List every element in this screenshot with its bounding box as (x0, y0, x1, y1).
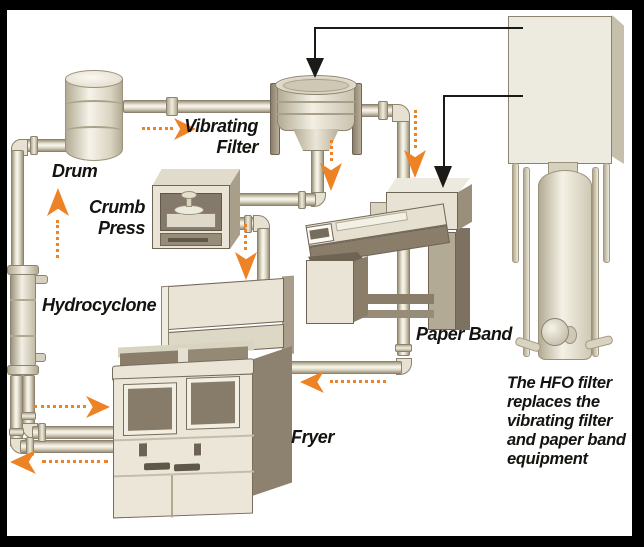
fryer-front-face (113, 373, 254, 519)
fryer-door-divider (171, 475, 173, 518)
press-top-face (152, 169, 240, 186)
paper-band-label: Paper Band (416, 324, 513, 344)
drum-ring (65, 100, 123, 110)
hfo-annotation: The HFO filter replaces the vibrating fi… (507, 374, 635, 469)
paper-band-cross-bar (352, 310, 434, 318)
fryer-handle-slot (174, 463, 200, 472)
hydro-top-stub (34, 275, 48, 284)
fryer-window-left (124, 383, 176, 436)
hfo-panel-side (612, 15, 624, 164)
fryer-label: Fryer (291, 427, 335, 447)
pipe-to-hydrocyclone (11, 150, 24, 270)
crumb-press-label-line1: Crumb (89, 197, 145, 217)
press-plate (166, 213, 216, 228)
hydro-top-flange (7, 265, 39, 275)
connector-hfo-to-filter-v (314, 27, 316, 61)
press-drawer-slot (168, 238, 208, 242)
drum-ring (65, 126, 123, 136)
pipe-coupling (30, 136, 38, 155)
fryer-door-line (114, 470, 254, 478)
flow-dots (330, 140, 333, 161)
flow-dots (330, 380, 386, 383)
flow-dots (414, 110, 417, 148)
hfo-filter-equipment (505, 12, 630, 362)
connector-hfo-to-filter-h (315, 27, 523, 29)
pipe-coupling (9, 428, 24, 436)
pipe-elbow (392, 104, 410, 122)
hydrocyclone-label: Hydrocyclone (42, 295, 157, 315)
connector-hfo-to-paperband-v (443, 95, 445, 168)
hfo-panel-front (508, 16, 612, 164)
pipe-hydro-out-b (22, 375, 35, 429)
hfo-leg (603, 163, 610, 263)
vibrating-filter-label: Vibrating Filter (168, 116, 258, 158)
filter-cone (293, 129, 339, 151)
paper-band-right-column-side (456, 228, 470, 330)
hfo-leg (512, 163, 519, 263)
flow-dots (42, 460, 108, 463)
fryer-window-right (187, 377, 239, 429)
hydro-ring (10, 335, 36, 337)
paper-band-equipment (300, 176, 476, 336)
paper-band-raised-side (458, 184, 472, 230)
filter-bowl-tier (277, 113, 355, 115)
connector-hfo-to-paperband-h (444, 95, 523, 97)
paper-band-right-column (428, 232, 456, 330)
vibrating-filter-equipment (270, 75, 364, 157)
fryer-knob (138, 442, 148, 458)
drum-body (65, 79, 123, 161)
hfo-annotation-line5: equipment (507, 450, 588, 468)
flow-dots (142, 127, 173, 130)
paper-band-raised-top (385, 178, 470, 194)
drum-label: Drum (52, 161, 98, 181)
hfo-annotation-line3: vibrating filter (507, 412, 613, 430)
crumb-press-label-line2: Press (97, 218, 145, 238)
fryer-panel-line (114, 434, 254, 442)
pipe-coupling (395, 344, 412, 352)
drum-top (65, 70, 123, 88)
hfo-leg (592, 167, 599, 357)
fryer-backsplash-upper (168, 277, 284, 331)
hfo-annotation-line4: and paper band (507, 431, 626, 449)
hfo-leg (523, 167, 530, 357)
flow-dots (56, 220, 59, 258)
crumb-press-equipment (152, 167, 242, 251)
vibrating-filter-label-line2: Filter (216, 137, 258, 157)
paper-band-bin-front (306, 260, 354, 324)
flow-dots (34, 405, 86, 408)
hfo-annotation-line2: replaces the (507, 393, 600, 411)
pipe-coupling (166, 97, 178, 116)
drum-equipment (62, 70, 126, 165)
filter-rim-inner (283, 79, 349, 92)
vibrating-filter-label-line1: Vibrating (184, 116, 258, 136)
fryer-equipment (110, 274, 295, 519)
paper-band-cross-bar (352, 294, 434, 304)
filter-bowl-tier (277, 101, 355, 103)
flow-dots (244, 224, 247, 250)
pipe-return-to-fryer (288, 361, 402, 374)
fryer-knob (193, 442, 202, 457)
fryer-handle-slot (144, 462, 170, 471)
pipe-coupling (378, 101, 388, 120)
pipe-coupling (298, 191, 306, 209)
hydro-ring (10, 299, 36, 301)
hydro-bottom-flange (7, 365, 39, 375)
hydro-body (10, 273, 36, 367)
crumb-press-label: Crumb Press (75, 197, 145, 239)
hfo-port (541, 318, 569, 346)
press-knob (181, 191, 197, 199)
pipe-coupling (38, 423, 46, 442)
press-right-side (230, 169, 240, 249)
paper-band-bin-side (354, 256, 368, 322)
fryer-right-side (252, 346, 292, 496)
hydrocyclone-equipment (6, 265, 50, 379)
pipe-drum-to-filter (123, 100, 276, 113)
pipe-coupling (21, 412, 36, 420)
hfo-annotation-line1: The HFO filter (507, 374, 612, 392)
